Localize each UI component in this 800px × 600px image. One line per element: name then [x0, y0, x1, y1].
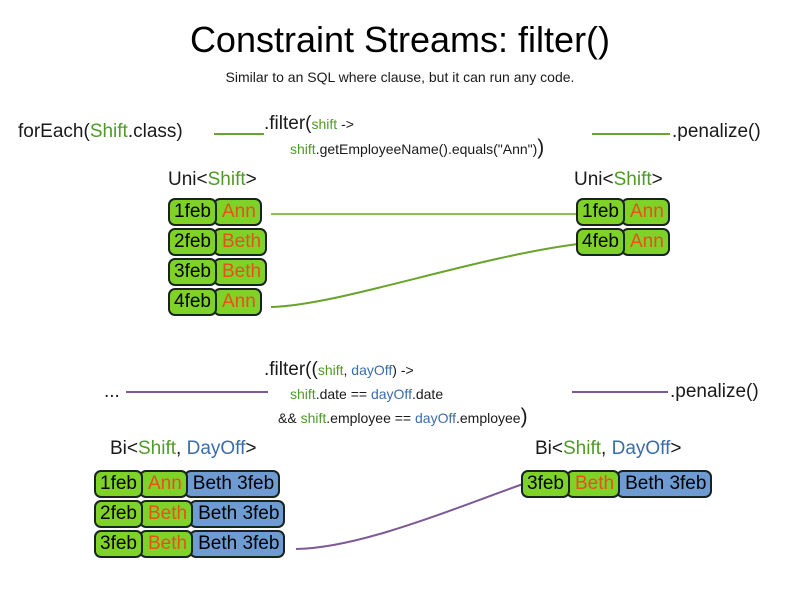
shift-date-cell: 1feb: [576, 198, 625, 226]
shift-date-cell: 3feb: [168, 258, 217, 286]
bi-connector-left: [126, 391, 268, 393]
bi-output-header-suffix: >: [670, 438, 682, 459]
dayoff-cell: Beth 3feb: [183, 470, 281, 498]
uni-connector-right: [592, 133, 670, 135]
bi-match-curve-3feb: [295, 483, 524, 550]
bi-input-header-prefix: Bi<: [110, 438, 138, 459]
list-item[interactable]: 2feb Beth: [168, 228, 268, 256]
uni-filter-body-rest: .getEmployeeName().equals("Ann"): [315, 141, 538, 157]
bi-filter-l3-mid: .employee ==: [326, 410, 415, 426]
uni-filter-close-paren: ): [537, 136, 545, 159]
bi-filter-head: .filter((: [264, 359, 318, 380]
bi-input-header-type2: DayOff: [186, 438, 246, 459]
page-title: Constraint Streams: filter(): [189, 19, 611, 60]
bi-filter-l3-var2: dayOff: [415, 410, 456, 426]
shift-employee-cell: Beth: [565, 470, 621, 498]
uni-output-list: 1feb Ann 4feb Ann: [576, 198, 670, 258]
uni-input-list: 1feb Ann 2feb Beth 3feb Beth 4feb Ann: [168, 198, 268, 318]
bi-filter-l3-and: &&: [278, 410, 301, 426]
shift-employee-cell: Beth: [212, 258, 268, 286]
bi-filter-l2-var2: dayOff: [370, 386, 412, 402]
uni-filter-arrow: ->: [337, 116, 354, 132]
bi-source-expression: ...: [104, 381, 120, 402]
uni-input-header-suffix: >: [245, 169, 257, 190]
uni-match-curve-4feb: [270, 243, 579, 308]
bi-filter-expression: .filter((shift, dayOff) -> shift.date ==…: [264, 358, 528, 428]
bi-connector-right: [572, 391, 668, 393]
dayoff-cell: Beth 3feb: [616, 470, 713, 498]
shift-date-cell: 1feb: [94, 470, 143, 498]
shift-employee-cell: Beth: [138, 530, 194, 558]
list-item[interactable]: 4feb Ann: [576, 228, 670, 256]
table-row[interactable]: 1feb Ann Beth 3feb: [94, 470, 285, 498]
shift-employee-cell: Ann: [620, 228, 670, 256]
bi-filter-param-dayoff: dayOff: [351, 362, 393, 378]
bi-filter-l2-end: .date: [411, 386, 444, 402]
bi-terminal-expression: .penalize(): [670, 381, 759, 402]
shift-employee-cell: Ann: [620, 198, 670, 226]
uni-source-suffix: .class): [127, 121, 183, 142]
bi-filter-l3-end: .employee: [456, 410, 521, 426]
bi-filter-l3-var1: shift: [300, 410, 327, 426]
shift-date-cell: 3feb: [521, 470, 570, 498]
bi-filter-arrow: ) ->: [392, 362, 414, 378]
bi-filter-close-paren: ): [520, 405, 528, 428]
bi-input-header-sep: ,: [176, 438, 187, 459]
uni-output-header-suffix: >: [651, 169, 663, 190]
uni-filter-head: .filter(: [264, 113, 312, 134]
uni-output-header: Uni<Shift>: [574, 168, 663, 191]
bi-filter-l2-mid: .date ==: [315, 386, 371, 402]
bi-output-header-type2: DayOff: [611, 438, 671, 459]
bi-output-header-sep: ,: [601, 438, 612, 459]
bi-output-list: 3feb Beth Beth 3feb: [521, 470, 713, 500]
uni-output-header-type: Shift: [613, 169, 652, 190]
bi-input-header-type1: Shift: [138, 438, 177, 459]
uni-filter-body-var: shift: [290, 141, 316, 157]
uni-source-prefix: forEach(: [18, 121, 90, 142]
shift-date-cell: 1feb: [168, 198, 217, 226]
uni-output-header-prefix: Uni<: [574, 169, 614, 190]
list-item[interactable]: 1feb Ann: [168, 198, 267, 226]
shift-employee-cell: Beth: [138, 500, 194, 528]
list-item[interactable]: 1feb Ann: [576, 198, 670, 226]
shift-date-cell: 3feb: [94, 530, 143, 558]
table-row[interactable]: 2feb Beth Beth 3feb: [94, 500, 286, 528]
uni-input-header-prefix: Uni<: [168, 169, 208, 190]
uni-source-type: Shift: [89, 121, 128, 142]
bi-filter-param-shift: shift: [317, 362, 344, 378]
uni-input-header: Uni<Shift>: [168, 168, 257, 191]
bi-filter-param-sep: ,: [343, 362, 352, 378]
shift-employee-cell: Ann: [212, 198, 262, 226]
uni-terminal-expression: .penalize(): [672, 121, 761, 142]
page-subtitle: Similar to an SQL where clause, but it c…: [225, 69, 575, 85]
shift-employee-cell: Beth: [212, 228, 268, 256]
bi-output-header-type1: Shift: [563, 438, 602, 459]
bi-output-header: Bi<Shift, DayOff>: [535, 437, 681, 460]
bi-input-header: Bi<Shift, DayOff>: [110, 437, 256, 460]
uni-connector-left: [214, 133, 264, 135]
uni-filter-param: shift: [311, 116, 338, 132]
uni-input-header-type: Shift: [207, 169, 246, 190]
uni-filter-expression: .filter(shift -> shift.getEmployeeName()…: [264, 112, 544, 159]
shift-employee-cell: Ann: [212, 288, 262, 316]
list-item[interactable]: 3feb Beth: [168, 258, 268, 286]
table-row[interactable]: 3feb Beth Beth 3feb: [94, 530, 286, 558]
dayoff-cell: Beth 3feb: [189, 530, 286, 558]
bi-filter-l2-var1: shift: [290, 386, 316, 402]
shift-date-cell: 2feb: [168, 228, 217, 256]
bi-output-header-prefix: Bi<: [535, 438, 563, 459]
shift-date-cell: 4feb: [168, 288, 217, 316]
table-row[interactable]: 3feb Beth Beth 3feb: [521, 470, 713, 498]
shift-employee-cell: Ann: [138, 470, 188, 498]
list-item[interactable]: 4feb Ann: [168, 288, 267, 316]
shift-date-cell: 2feb: [94, 500, 143, 528]
shift-date-cell: 4feb: [576, 228, 625, 256]
bi-input-header-suffix: >: [245, 438, 257, 459]
bi-input-list: 1feb Ann Beth 3feb 2feb Beth Beth 3feb 3…: [94, 470, 286, 560]
dayoff-cell: Beth 3feb: [189, 500, 286, 528]
uni-source-expression: forEach(Shift.class): [18, 120, 183, 144]
